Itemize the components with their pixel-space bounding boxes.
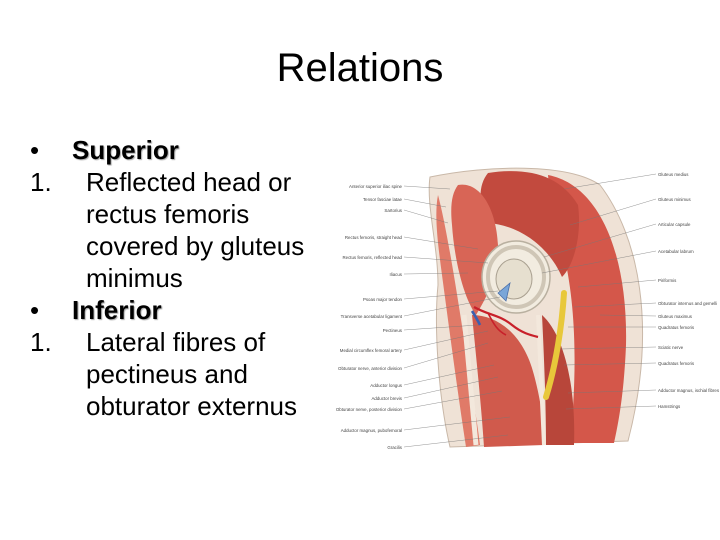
list-text: obturator externus (86, 391, 298, 421)
vein-shape (470, 310, 482, 326)
list-marker: 1. (30, 167, 52, 197)
figure-label: Tensor fasciae latae (362, 197, 402, 202)
ligament-shape (497, 281, 511, 302)
figure-label: Sartorius (384, 208, 402, 213)
figure-label: Gracilis (387, 445, 402, 450)
list-item: • Superior (30, 134, 330, 166)
list-text: minimus (86, 263, 183, 293)
figure-label: Obturator nerve, posterior division (335, 407, 402, 412)
figure-label: Acetabular labrum (658, 249, 694, 254)
figure-label: Medial circumflex femoral artery (339, 348, 402, 353)
figure-label: Iliacus (389, 272, 402, 277)
gluteus-medius-shape (480, 171, 580, 277)
figure-label: Obturator internus and gemelli (658, 301, 718, 306)
figure-label: Adductor brevis (371, 396, 402, 401)
figure-label: Piriformis (658, 278, 677, 283)
figure-label: Adductor longus (370, 383, 402, 388)
figure-label: Psoas major tendon (362, 297, 402, 302)
superior-heading: Superior (72, 135, 179, 165)
figure-label: Adductor magnus, ischial fibres (658, 388, 720, 393)
acetabular-labrum-shape (486, 245, 546, 309)
list-item-continuation: covered by gluteus (30, 230, 330, 262)
list-item-continuation: pectineus and (30, 358, 330, 390)
figure-label: Anterior superior iliac spine (349, 184, 402, 189)
list-text: Lateral fibres of (86, 327, 266, 357)
figure-label: Quadratus femoris (658, 361, 695, 366)
artery-branch-shape (487, 312, 507, 336)
list-text: Reflected head or (86, 167, 292, 197)
list-text: covered by gluteus (86, 231, 305, 261)
relations-list: • Superior 1. Reflected head or rectus f… (30, 134, 330, 422)
sciatic-nerve-shape (543, 290, 567, 400)
list-item-continuation: obturator externus (30, 390, 330, 422)
figure-label: Rectus femoris, straight head (344, 235, 402, 240)
list-text: pectineus and (86, 359, 248, 389)
figure-label: Gluteus maximus (658, 314, 692, 319)
list-item: • Inferior (30, 294, 330, 326)
hamstring-shape (542, 315, 575, 445)
fascia-strip (536, 314, 546, 446)
list-text: rectus femoris (86, 199, 250, 229)
list-marker: 1. (30, 327, 52, 357)
hip-anatomy-illustration (403, 167, 657, 448)
figure-label: Gluteus medius (658, 172, 689, 177)
adductor-shape (472, 315, 544, 447)
figure-label: Articular capsule (658, 222, 691, 227)
figure-label: Rectus femoris, reflected head (342, 255, 402, 260)
figure-label: Pectineus (382, 328, 402, 333)
list-marker: • (30, 295, 40, 325)
list-item: 1. Lateral fibres of (30, 326, 330, 358)
figure-label: Quadratus femoris (658, 325, 695, 330)
inferior-heading: Inferior (72, 295, 162, 325)
figure-label: Obturator nerve, anterior division (338, 366, 402, 371)
fascia-strip (461, 314, 479, 446)
figure-label: Adductor magnus, pubofemoral (340, 428, 402, 433)
leader-lines (403, 173, 657, 448)
list-item-continuation: minimus (30, 262, 330, 294)
figure-label: Sciatic nerve (658, 345, 684, 350)
list-marker: • (30, 135, 40, 165)
figure-label: Gluteus minimus (658, 197, 691, 202)
slide-title: Relations (276, 46, 444, 90)
list-item-continuation: rectus femoris (30, 198, 330, 230)
hip-anatomy-figure: Anterior superior iliac spine Tensor fas… (336, 165, 719, 455)
artery-shape (473, 306, 539, 339)
figure-label: Transverse acetabular ligament (340, 314, 402, 319)
list-item: 1. Reflected head or (30, 166, 330, 198)
figure-label: Hamstrings (658, 404, 681, 409)
